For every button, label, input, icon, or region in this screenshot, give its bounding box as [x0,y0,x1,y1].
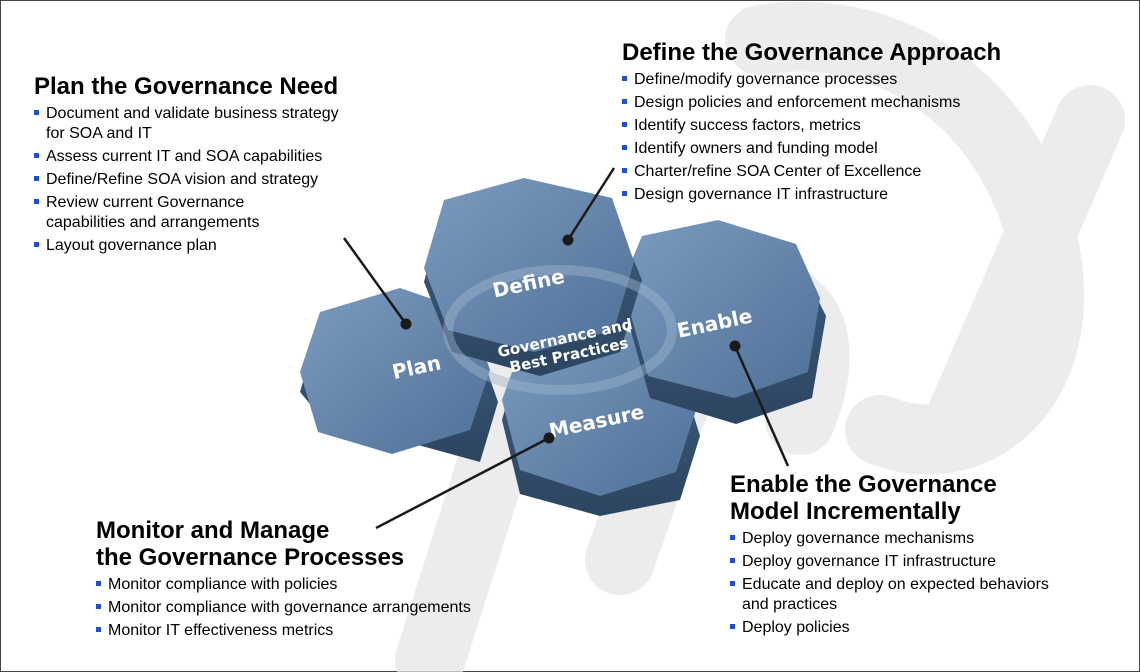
monitor-title: Monitor and Manage the Governance Proces… [96,517,405,571]
define-item: Charter/refine SOA Center of Excellence [622,162,1001,182]
monitor-item: Monitor compliance with policies [96,575,471,595]
define-item: Identify owners and funding model [622,139,1001,159]
define-item: Define/modify governance processes [622,70,1001,90]
plan-item: Define/Refine SOA vision and strategy [34,170,339,190]
plan-item: Document and validate business strategy … [34,104,339,144]
plan-list: Document and validate business strategy … [34,104,339,256]
enable-list: Deploy governance mechanisms Deploy gove… [730,529,1049,638]
monitor-item: Monitor IT effectiveness metrics [96,621,471,641]
enable-hexagon [622,220,826,424]
cycle-ring [443,265,677,395]
enable-item: Deploy governance mechanisms [730,529,1049,549]
enable-leader-dot [729,340,741,352]
define-section: Define the Governance Approach Define/mo… [622,39,1001,208]
plan-leader-line [342,237,408,325]
enable-section: Enable the Governance Model Incrementall… [730,471,1049,641]
enable-item: Deploy policies [730,618,1049,638]
monitor-section: Monitor and Manage the Governance Proces… [96,517,471,644]
measure-leader-dot [543,432,555,444]
define-title: Define the Governance Approach [622,39,1002,66]
monitor-item: Monitor compliance with governance arran… [96,598,471,618]
plan-item: Review current Governance capabilities a… [34,193,339,233]
enable-item: Deploy governance IT infrastructure [730,552,1049,572]
enable-leader-line [733,345,790,467]
define-list: Define/modify governance processes Desig… [622,70,1001,205]
enable-title: Enable the Governance Model Incrementall… [730,471,997,525]
plan-item: Layout governance plan [34,236,339,256]
define-item: Design policies and enforcement mechanis… [622,93,1001,113]
define-item: Identify success factors, metrics [622,116,1001,136]
monitor-list: Monitor compliance with policies Monitor… [96,575,471,641]
define-item: Design governance IT infrastructure [622,185,1001,205]
plan-section: Plan the Governance Need Document and va… [34,73,339,259]
plan-item: Assess current IT and SOA capabilities [34,147,339,167]
measure-leader-line [375,436,550,530]
plan-title: Plan the Governance Need [34,73,339,100]
define-leader-dot [562,234,574,246]
enable-item: Educate and deploy on expected behaviors… [730,575,1049,615]
define-leader-line [566,167,616,241]
plan-leader-dot [400,318,412,330]
define-hexagon [424,178,642,376]
